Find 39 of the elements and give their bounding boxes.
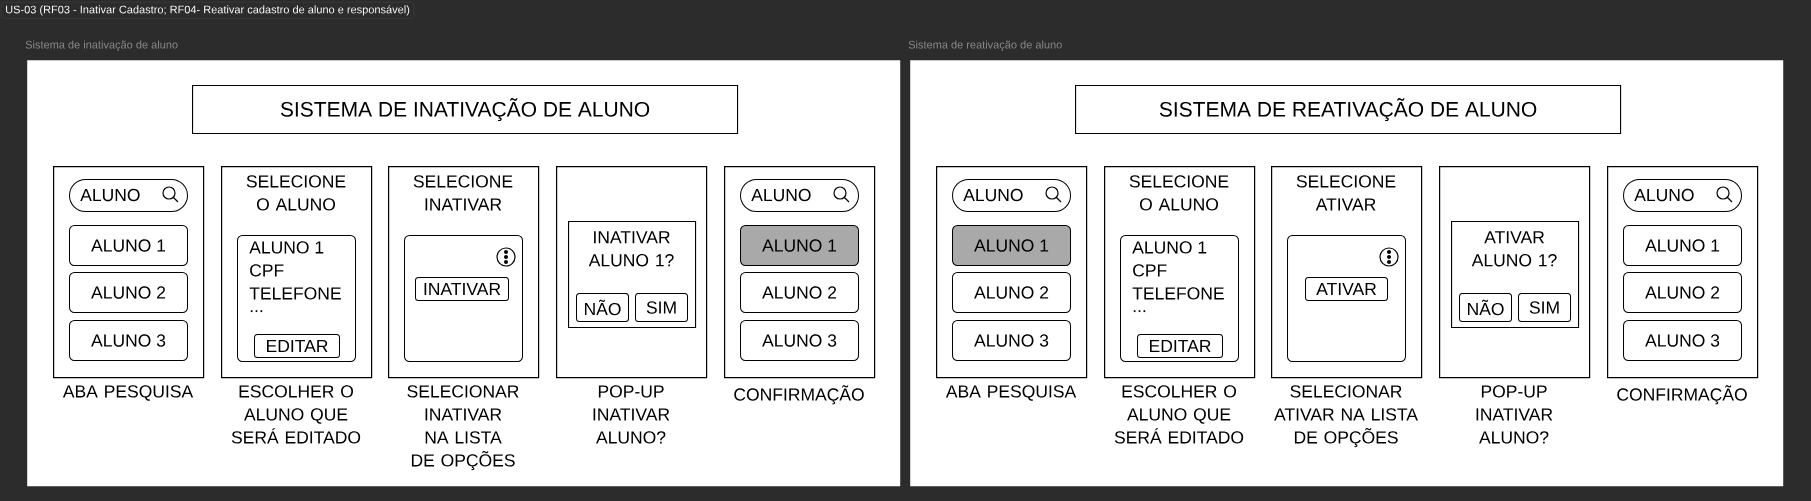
button: EDITAR [1137,334,1223,358]
list-item: ALUNO 1 [69,225,188,266]
screen-caption: ABA PESQUISA [945,385,1077,401]
list-item: ALUNO 3 [1623,320,1742,361]
list-item: ALUNO 1 [740,225,859,266]
button: SIM [635,293,688,322]
search-field: ALUNO [952,179,1071,212]
button: SIM [1518,293,1571,322]
list-item: ALUNO 3 [952,320,1071,361]
button: EDITAR [254,334,340,358]
list-item: ALUNO 1 [1623,225,1742,266]
button: ATIVAR [1305,277,1388,301]
button: NÃO [1459,293,1512,322]
screen-caption: ESCOLHER O ALUNO QUE SERÁ EDITADO [231,385,361,444]
button: NÃO [576,293,629,322]
screen-caption: ESCOLHER O ALUNO QUE SERÁ EDITADO [1114,385,1244,444]
list-item: ALUNO 1 [952,225,1071,266]
screen-caption: CONFIRMAÇÃO [734,385,864,405]
title-box: SISTEMA DE INATIVAÇÃO DE ALUNO [192,85,739,135]
list-item: ALUNO 2 [1623,272,1742,313]
screen-caption: CONFIRMAÇÃO [1617,385,1747,405]
screen-caption: SELECIONAR INATIVAR NA LISTA DE OPÇÕES [407,385,519,471]
list-item: ALUNO 2 [69,272,188,313]
title-tag: US-03 (RF03 - Inativar Cadastro; RF04- Reativar cadastro de aluno e responsável) [1,2,415,19]
list-item: ALUNO 2 [740,272,859,313]
search-field: ALUNO [740,179,859,212]
screen-caption: POP-UP INATIVAR ALUNO? [593,385,670,444]
list-item: ALUNO 3 [69,320,188,361]
search-field: ALUNO [1623,179,1742,212]
node-label: Sistema de inativação de aluno [25,40,178,51]
screen-caption: ABA PESQUISA [62,385,194,401]
button: INATIVAR [415,277,509,301]
screen-caption: POP-UP INATIVAR ALUNO? [1476,385,1553,444]
screen-caption: SELECIONAR ATIVAR NA LISTA DE OPÇÕES [1274,385,1418,448]
node-label: Sistema de reativação de aluno [908,40,1062,51]
title-box: SISTEMA DE REATIVAÇÃO DE ALUNO [1075,85,1622,135]
list-item: ALUNO 3 [740,320,859,361]
search-field: ALUNO [69,179,188,212]
list-item: ALUNO 2 [952,272,1071,313]
